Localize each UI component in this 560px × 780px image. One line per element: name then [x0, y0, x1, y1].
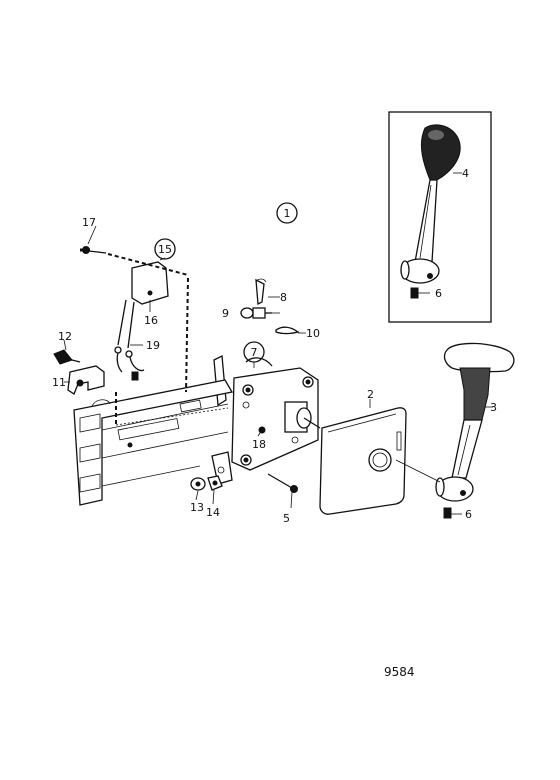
screw-5 — [267, 473, 298, 493]
part-label-5: 5 — [283, 512, 290, 525]
part-label-16: 16 — [144, 314, 158, 327]
circled-labels — [154, 202, 298, 363]
part-label-2: 2 — [367, 388, 374, 401]
part-label-15: 15 — [158, 243, 172, 256]
microswitch-assembly — [80, 246, 229, 426]
part-label-11: 11 — [52, 376, 66, 389]
cable-clamp-assembly — [53, 349, 105, 395]
group-label: 1 — [284, 207, 291, 220]
inset-box — [388, 111, 492, 323]
part-label-10: 10 — [306, 327, 320, 340]
part-label-6-inset: 6 — [435, 287, 442, 300]
part-label-12: 12 — [58, 330, 72, 343]
part-label-6: 6 — [465, 508, 472, 521]
part-label-17: 17 — [82, 216, 96, 229]
mounting-bracket — [73, 379, 234, 506]
part-label-18: 18 — [252, 438, 266, 451]
part-label-8: 8 — [280, 291, 287, 304]
drawing-number: 9584 — [384, 665, 415, 679]
part-label-14: 14 — [206, 506, 220, 519]
label-15-circle — [154, 238, 176, 260]
nut-and-washer — [190, 475, 223, 491]
part-label-9: 9 — [222, 307, 229, 320]
part-label-19: 19 — [146, 339, 160, 352]
group-label-circle — [276, 202, 298, 224]
part-label-7: 7 — [251, 346, 258, 359]
small-hardware — [240, 278, 306, 335]
control-lever — [435, 342, 515, 519]
part-label-3: 3 — [490, 401, 497, 414]
control-housing — [211, 354, 321, 485]
leader-lines — [63, 225, 293, 509]
cover-plate — [319, 399, 441, 515]
label-7-circle — [243, 341, 265, 363]
part-label-4: 4 — [462, 167, 469, 180]
part-label-13: 13 — [190, 501, 204, 514]
